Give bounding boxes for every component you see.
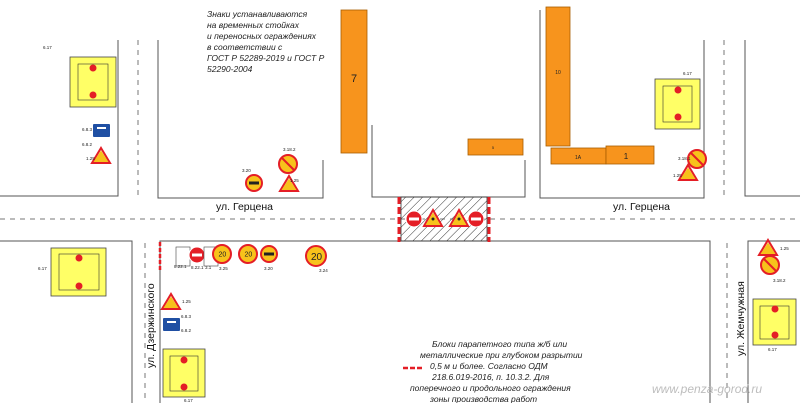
- sign-lower-left-code4: 3.25: [219, 266, 228, 271]
- building-1a-label: 1А: [575, 155, 582, 161]
- speed-label-3: 20: [311, 252, 323, 263]
- curb-top-right: [539, 10, 705, 199]
- curb-top-mid: [371, 125, 526, 198]
- blue-sign-bottom-left-code: 6.8.3: [181, 314, 192, 319]
- warning-sign-top-mid: 1.25: [278, 174, 300, 192]
- note-top: Знаки устанавливаются на временных стойк…: [207, 9, 325, 74]
- blue-sign-bottom-left: 6.8.3 6.8.2: [163, 314, 192, 333]
- roadworks-sign-right: [448, 207, 470, 227]
- building-10-label: 10: [555, 70, 561, 76]
- note-top-line-2: на временных стойках: [207, 20, 300, 30]
- note-bottom: Блоки парапетного типа ж/б или металличе…: [403, 339, 583, 403]
- warning-sign-right-lower: 1.25: [757, 238, 789, 256]
- curb-bottom-left: [0, 240, 133, 403]
- warning-sign-top-left-code: 1.25: [86, 156, 95, 161]
- panel-right-code: 6.17: [768, 347, 777, 352]
- no-turn-sign-right-code: 3.18.1: [678, 156, 691, 161]
- note-top-line-4: в соответствии с: [207, 42, 283, 52]
- panel-top-left: 6.17: [43, 45, 117, 108]
- street-dzerzhinskogo: ул. Дзержинского: [145, 283, 157, 368]
- warning-sign-top-mid-code: 1.25: [290, 178, 299, 183]
- warning-sign-bottom-left-code: 1.25: [182, 299, 191, 304]
- curb-top-left2: [157, 40, 324, 199]
- sign-lower-left-code5: 3.20: [264, 266, 273, 271]
- panel-left: 6.17: [38, 247, 107, 297]
- street-gertsena-left: ул. Герцена: [216, 201, 273, 213]
- note-top-line-6: 52290-2004: [207, 64, 253, 74]
- note-bottom-line-2: металлические при глубоком разрытии: [420, 350, 583, 360]
- building-1: [605, 145, 655, 165]
- panel-top-right: 6.17: [654, 71, 701, 130]
- no-turn-sign-right-lower-code: 3.18.2: [773, 278, 786, 283]
- panel-right: 6.17: [752, 298, 797, 352]
- building-10: [545, 6, 571, 147]
- no-turn-sign-top-code: 3.18.2: [283, 147, 296, 152]
- no-entry-sign-right: [467, 210, 485, 228]
- no-turn-sign-top: 3.18.2: [278, 147, 298, 174]
- building-1-label: 1: [624, 152, 629, 161]
- road-edges: [0, 10, 800, 403]
- warning-sign-right: 1.25: [673, 163, 699, 181]
- panel-bottom-left-code: 6.17: [184, 398, 193, 403]
- note-bottom-line-3: 0,5 м и более. Согласно ОДМ: [430, 361, 549, 371]
- note-bottom-line-5: поперечного и продольного ограждения: [410, 383, 571, 393]
- panel-bottom-left: 6.17: [162, 348, 206, 403]
- sign-row-lower-left: 8.22.1 8.22.1 3.1 20 3.25 20 3.20 20 3.2…: [158, 242, 328, 273]
- no-turn-sign-right: 3.18.1: [678, 149, 707, 169]
- panel-top-right-code: 6.17: [683, 71, 692, 76]
- speed-label-1: 20: [219, 252, 227, 259]
- note-top-line-1: Знаки устанавливаются: [207, 9, 308, 19]
- panel-top-left-code: 6.17: [43, 45, 52, 50]
- building-7: [340, 9, 368, 154]
- sign-lower-left-code1: 8.22.1: [174, 264, 187, 269]
- sign-lower-left-code6: 3.24: [319, 268, 328, 273]
- blue-sign-top-left: 6.8.3 6.8.2: [82, 124, 110, 147]
- work-zone: [397, 196, 491, 242]
- curb-top-right2: [744, 40, 800, 197]
- street-zhemchuzhnaya: ул. Жемчужная: [735, 281, 747, 356]
- buildings: 7 10 5 1А 1: [340, 6, 655, 165]
- warning-sign-right-code: 1.25: [673, 173, 682, 178]
- speed-label-2: 20: [245, 252, 253, 259]
- curb-top-left: [0, 40, 119, 197]
- blue-sign-top-left-code: 6.8.3: [82, 127, 93, 132]
- note-top-line-3: и переносных ограждениях: [207, 31, 317, 41]
- no-entry-sign-left: [405, 210, 423, 228]
- curb-bottom-right: [747, 240, 800, 403]
- building-5-label: 5: [492, 145, 495, 150]
- building-5: [467, 138, 524, 156]
- sign-lower-left-code3: 3.1: [205, 265, 212, 270]
- blue-sign-bottom-left-code2: 6.8.2: [181, 328, 192, 333]
- warning-sign-bottom-left: 1.25: [160, 292, 191, 310]
- no-turn-sign-right-lower: 3.18.2: [760, 255, 786, 283]
- panel-left-code: 6.17: [38, 266, 47, 271]
- sign-lower-left-code2: 8.22.1: [191, 265, 204, 270]
- note-bottom-line-6: зоны производства работ: [429, 394, 537, 403]
- warning-sign-top-left: 1.25: [86, 146, 112, 164]
- speed-sign-top: 3.20: [242, 168, 263, 192]
- roadworks-sign-left: [422, 207, 444, 227]
- note-top-line-5: ГОСТ Р 52289-2019 и ГОСТ Р: [207, 53, 325, 63]
- warning-sign-right-lower-code: 1.25: [780, 246, 789, 251]
- note-bottom-line-4: 218.6.019-2016, п. 10.3.2. Для: [431, 372, 550, 382]
- blue-sign-top-left-code2: 6.8.2: [82, 142, 93, 147]
- note-bottom-line-1: Блоки парапетного типа ж/б или: [432, 339, 567, 349]
- speed-sign-top-code: 3.20: [242, 168, 251, 173]
- street-gertsena-right: ул. Герцена: [613, 201, 670, 213]
- watermark: www.penza-gorod.ru: [652, 382, 762, 396]
- building-7-label: 7: [351, 73, 357, 85]
